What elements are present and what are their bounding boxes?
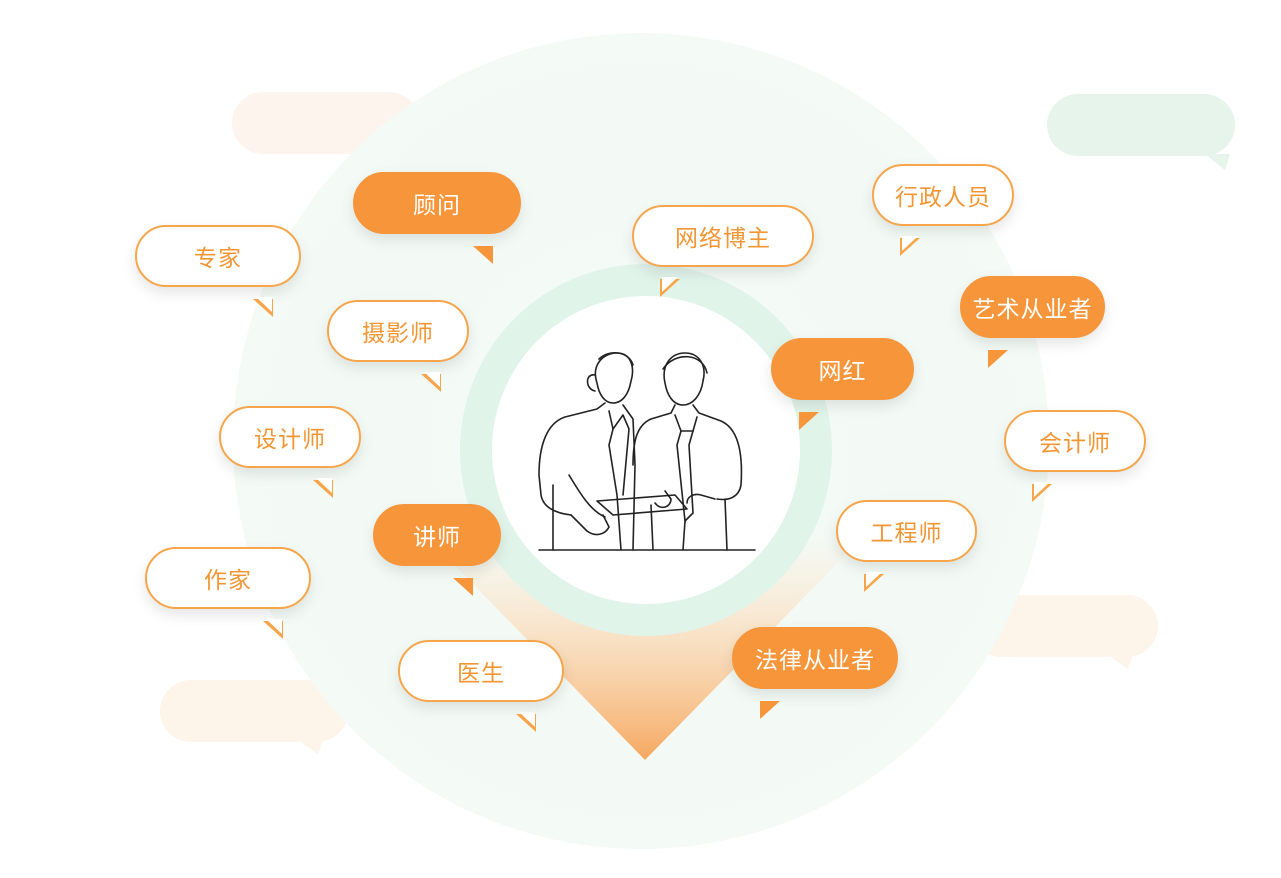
bubble-blogger: 网络博主 [632, 205, 814, 297]
bubble-accountant: 会计师 [1004, 410, 1146, 502]
bubble-label: 法律从业者 [755, 648, 875, 674]
ghost-bubble-bottom-left [160, 680, 348, 754]
bubble-designer: 设计师 [219, 406, 361, 498]
bubble-label: 专家 [194, 246, 242, 272]
bubble-label: 作家 [204, 568, 252, 594]
business-people-line-art-icon [538, 352, 756, 551]
bubble-label: 网红 [818, 359, 867, 385]
bubble-engineer: 工程师 [836, 500, 977, 592]
bubble-influencer: 网红 [771, 338, 914, 430]
bubble-label: 网络博主 [675, 226, 771, 252]
bubble-label: 讲师 [413, 525, 461, 551]
bubble-label: 会计师 [1039, 431, 1111, 457]
bubble-admin-staff: 行政人员 [872, 164, 1014, 256]
bubble-photographer: 摄影师 [327, 300, 469, 392]
bubble-label: 行政人员 [895, 185, 991, 211]
bubble-writer: 作家 [145, 547, 311, 639]
bubble-art-practitioner: 艺术从业者 [960, 276, 1105, 368]
ghost-bubble-top-right [1047, 94, 1235, 170]
bubble-consultant: 顾问 [353, 172, 521, 264]
bubble-label: 顾问 [413, 193, 461, 219]
ghost-bubble-bottom-right [970, 595, 1158, 669]
bubble-label: 设计师 [254, 427, 326, 453]
center-circle [492, 296, 800, 604]
bubble-label: 医生 [457, 661, 505, 687]
bubble-legal-practitioner: 法律从业者 [732, 627, 898, 719]
bubble-label: 艺术从业者 [972, 297, 1093, 323]
bubble-doctor: 医生 [398, 640, 564, 732]
bubble-label: 摄影师 [362, 321, 434, 347]
bubble-label: 工程师 [870, 521, 943, 547]
bubble-expert: 专家 [135, 225, 301, 317]
bubble-lecturer: 讲师 [373, 504, 501, 596]
